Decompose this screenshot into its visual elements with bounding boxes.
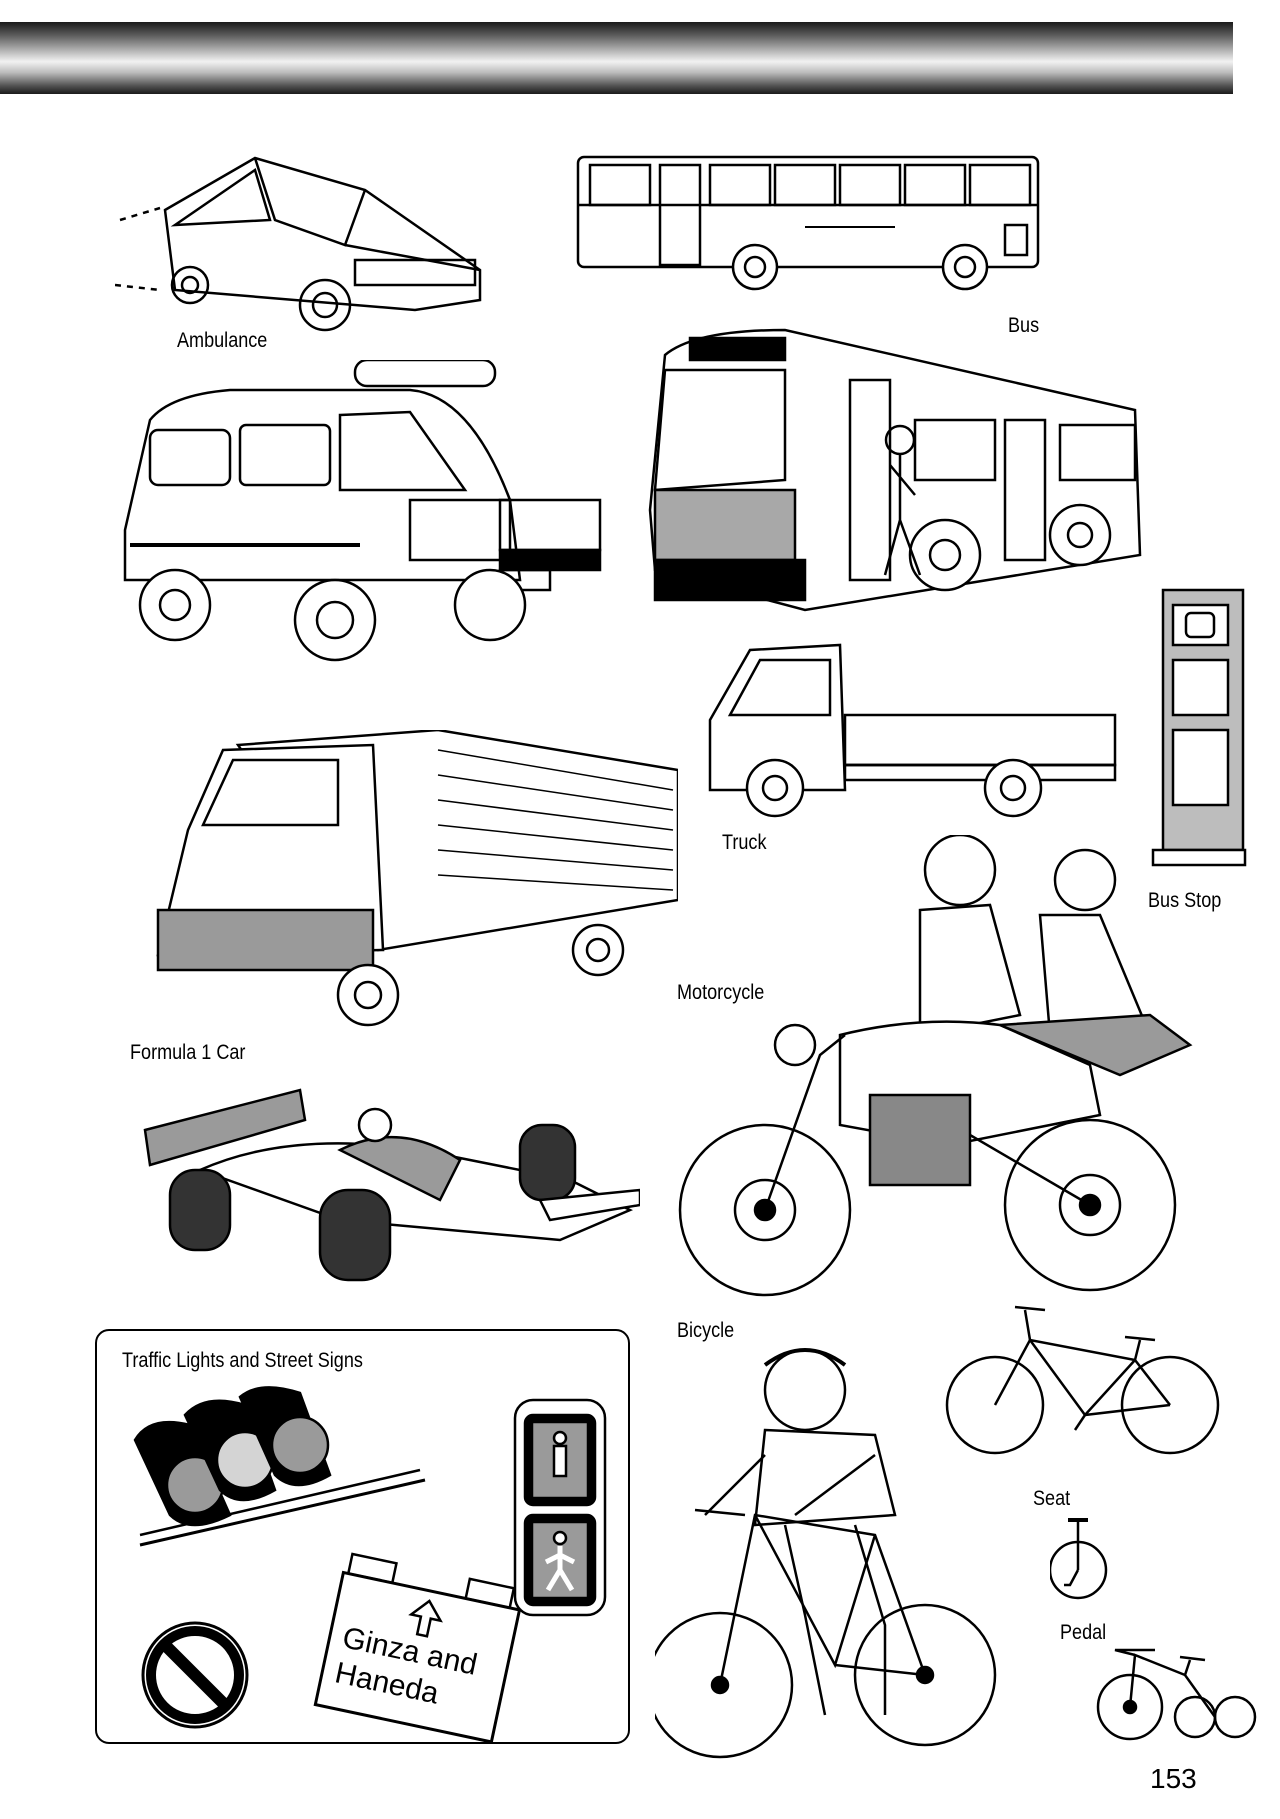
bicycle-rider-illustration	[655, 1335, 1005, 1765]
motorcycle-label: Motorcycle	[677, 981, 765, 1004]
pedal-label: Pedal	[1060, 1621, 1107, 1644]
page-number: 153	[1150, 1763, 1197, 1794]
no-entry-sign-icon	[140, 1620, 250, 1730]
tricycle-illustration	[1095, 1635, 1260, 1745]
formula-1-car-label: Formula 1 Car	[130, 1041, 246, 1064]
formula-1-car-illustration	[140, 1070, 640, 1290]
minivan-illustration	[115, 150, 485, 340]
seat-label: Seat	[1033, 1487, 1071, 1510]
pedestrian-signal-illustration	[510, 1390, 610, 1620]
ambulance-label: Ambulance	[177, 329, 268, 352]
bicycle-diagram-illustration	[945, 1295, 1220, 1465]
ambulance-illustration	[110, 360, 605, 670]
bus-label: Bus	[1008, 314, 1040, 337]
bus-stop-label: Bus Stop	[1148, 889, 1222, 912]
bus-stop-illustration	[1148, 585, 1250, 870]
traffic-panel-title: Traffic Lights and Street Signs	[122, 1349, 363, 1372]
truck-label: Truck	[722, 831, 767, 854]
small-truck-illustration	[700, 640, 1120, 820]
traffic-signs-panel	[95, 1329, 630, 1744]
header-gradient-bar	[0, 22, 1233, 94]
street-sign-illustration: Ginza and Haneda	[308, 1537, 531, 1753]
tour-bus-illustration	[575, 145, 1045, 295]
box-truck-illustration	[148, 730, 678, 1030]
motorcycle-illustration	[670, 835, 1210, 1305]
traffic-light-illustration	[130, 1385, 430, 1555]
city-bus-illustration	[645, 320, 1150, 630]
bicycle-label: Bicycle	[677, 1319, 735, 1342]
unicycle-illustration	[1050, 1515, 1130, 1605]
